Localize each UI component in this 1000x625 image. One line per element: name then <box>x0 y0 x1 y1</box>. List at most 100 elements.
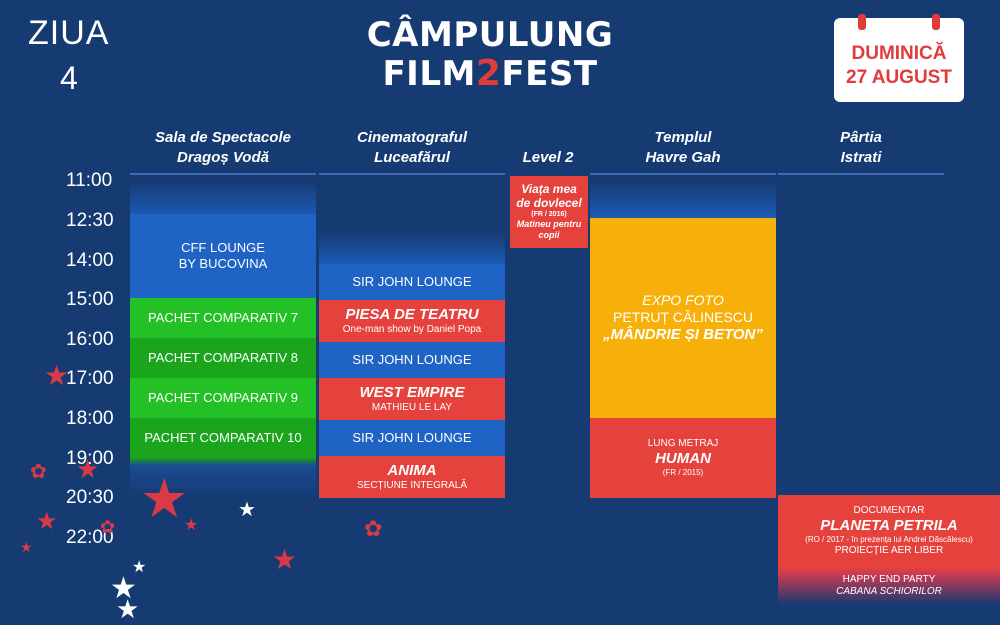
column-divider <box>319 173 505 175</box>
column-divider <box>778 173 944 175</box>
event-sir-john-lounge[interactable]: SIR JOHN LOUNGE <box>319 264 505 300</box>
schedule-gap <box>319 232 505 264</box>
event-title: ANIMA <box>387 462 437 479</box>
column-divider <box>590 173 776 175</box>
logo-line2: FILM2FEST <box>340 56 640 92</box>
event-meta: (RO / 2017 - în prezența lui Andrei Dăsc… <box>805 535 973 545</box>
venue-name-line1: Pârtia <box>840 129 882 146</box>
event-planeta-petrila[interactable]: DOCUMENTAR PLANETA PETRILA (RO / 2017 - … <box>778 495 1000 567</box>
date-day: 27 AUGUST <box>846 66 952 88</box>
star-icon: ★ <box>238 499 256 521</box>
venue-name-line1 <box>508 128 588 148</box>
venue-header-level2: Level 2 <box>508 128 588 167</box>
event-title: HAPPY END PARTY <box>842 574 936 585</box>
venue-header-havre-gah: Templul Havre Gah <box>590 128 776 167</box>
event-subtitle: „MÂNDRIE ȘI BETON” <box>603 325 763 343</box>
venue-name-line2: Dragoș Vodă <box>177 148 269 166</box>
event-anima[interactable]: ANIMA SECȚIUNE INTEGRALĂ <box>319 456 505 498</box>
time-label: 15:00 <box>66 289 114 310</box>
logo-two: 2 <box>475 53 502 94</box>
event-pachet-comparativ-7[interactable]: PACHET COMPARATIV 7 <box>130 298 316 338</box>
star-icon: ★ <box>184 517 199 534</box>
event-subtitle: Matineu pentru <box>516 219 582 230</box>
event-meta: (FR / 2016) <box>531 210 567 218</box>
schedule-gap <box>590 180 776 218</box>
event-title: Viața mea <box>521 182 577 197</box>
star-icon: ★ <box>110 572 137 605</box>
event-viata-mea-de-dovlecel[interactable]: Viața mea de dovlecel (FR / 2016) Matine… <box>510 176 588 248</box>
festival-logo: CÂMPULUNG FILM2FEST <box>340 18 640 92</box>
venue-header-luceafarul: Cinematograful Luceafărul <box>319 128 505 167</box>
event-pachet-comparativ-8[interactable]: PACHET COMPARATIV 8 <box>130 338 316 378</box>
logo-fest: FEST <box>501 54 598 94</box>
event-piesa-de-teatru[interactable]: PIESA DE TEATRU One-man show by Daniel P… <box>319 300 505 342</box>
schedule-gap <box>130 180 316 216</box>
event-meta: (FR / 2015) <box>662 468 704 478</box>
time-label: 12:30 <box>66 210 114 231</box>
event-expo-foto[interactable]: EXPO FOTO PETRUȚ CĂLINESCU „MÂNDRIE ȘI B… <box>590 218 776 418</box>
event-title: PETRUȚ CĂLINESCU <box>612 309 754 325</box>
event-sir-john-lounge[interactable]: SIR JOHN LOUNGE <box>319 342 505 378</box>
event-cff-lounge[interactable]: CFF LOUNGE BY BUCOVINA <box>130 214 316 298</box>
event-pachet-comparativ-9[interactable]: PACHET COMPARATIV 9 <box>130 378 316 418</box>
day-label: ZIUA <box>28 14 110 52</box>
event-happy-end-party[interactable]: HAPPY END PARTY CABANA SCHIORILOR <box>778 567 1000 605</box>
event-title: PACHET COMPARATIV 8 <box>147 350 298 366</box>
venue-name-line2: Luceafărul <box>374 148 450 166</box>
venue-name-line2: Level 2 <box>522 148 574 166</box>
event-subtitle: MATHIEU LE LAY <box>371 402 453 413</box>
time-label: 19:00 <box>66 448 114 469</box>
event-west-empire[interactable]: WEST EMPIRE MATHIEU LE LAY <box>319 378 505 420</box>
time-label: 22:00 <box>66 527 114 548</box>
event-type: LUNG METRAJ <box>647 438 719 450</box>
venue-name-line1: Templul <box>654 129 712 146</box>
star-icon: ★ <box>36 508 58 535</box>
time-label: 20:30 <box>66 487 114 508</box>
time-label: 11:00 <box>66 170 113 191</box>
date-weekday: DUMINICĂ <box>851 43 947 64</box>
star-icon: ★ <box>140 469 189 529</box>
event-title: CFF LOUNGE <box>181 240 265 256</box>
venue-name-line1: Sala de Spectacole <box>155 129 291 146</box>
time-label: 16:00 <box>66 329 114 350</box>
event-title: PLANETA PETRILA <box>820 517 958 535</box>
schedule-gap <box>130 458 316 498</box>
event-sir-john-lounge[interactable]: SIR JOHN LOUNGE <box>319 420 505 456</box>
flower-icon: ✿ <box>100 517 116 537</box>
venue-header-dragos-voda: Sala de Spectacole Dragoș Vodă <box>130 128 316 167</box>
event-subtitle: BY BUCOVINA <box>178 256 268 271</box>
event-title: PIESA DE TEATRU <box>345 306 479 323</box>
event-subtitle: PROIECȚIE AER LIBER <box>834 544 944 556</box>
time-label: 18:00 <box>66 408 114 429</box>
flower-icon: ✿ <box>364 516 383 541</box>
event-title: PACHET COMPARATIV 7 <box>147 310 298 326</box>
star-icon: ★ <box>116 594 140 624</box>
flower-icon: ✿ <box>30 461 47 483</box>
event-title: WEST EMPIRE <box>359 384 465 401</box>
event-subtitle: copii <box>538 229 560 240</box>
calendar-ring-icon <box>858 14 866 30</box>
star-icon: ★ <box>44 360 70 391</box>
event-pachet-comparativ-10[interactable]: PACHET COMPARATIV 10 <box>130 418 316 458</box>
time-label: 14:00 <box>66 250 114 271</box>
venue-header-istrati: Pârtia Istrati <box>778 128 944 167</box>
star-icon: ★ <box>76 454 100 484</box>
star-icon: ★ <box>132 559 147 576</box>
event-title: HUMAN <box>655 450 711 468</box>
event-subtitle: SECȚIUNE INTEGRALĂ <box>356 480 468 491</box>
event-title: PACHET COMPARATIV 10 <box>144 430 302 446</box>
event-type: EXPO FOTO <box>642 292 724 309</box>
logo-film: FILM <box>382 54 476 94</box>
event-title: SIR JOHN LOUNGE <box>352 430 472 446</box>
venue-name-line2: Havre Gah <box>645 148 721 166</box>
event-title: SIR JOHN LOUNGE <box>352 352 472 368</box>
event-subtitle: One-man show by Daniel Popa <box>342 324 482 335</box>
logo-line1: CÂMPULUNG <box>366 15 614 55</box>
venue-name-line2: Istrati <box>840 148 882 166</box>
event-type: DOCUMENTAR <box>853 505 925 517</box>
star-icon: ★ <box>272 544 298 575</box>
date-calendar-badge: DUMINICĂ 27 AUGUST <box>834 14 964 102</box>
event-subtitle: CABANA SCHIORILOR <box>836 586 942 597</box>
event-human[interactable]: LUNG METRAJ HUMAN (FR / 2015) <box>590 418 776 498</box>
event-title: SIR JOHN LOUNGE <box>352 274 472 290</box>
